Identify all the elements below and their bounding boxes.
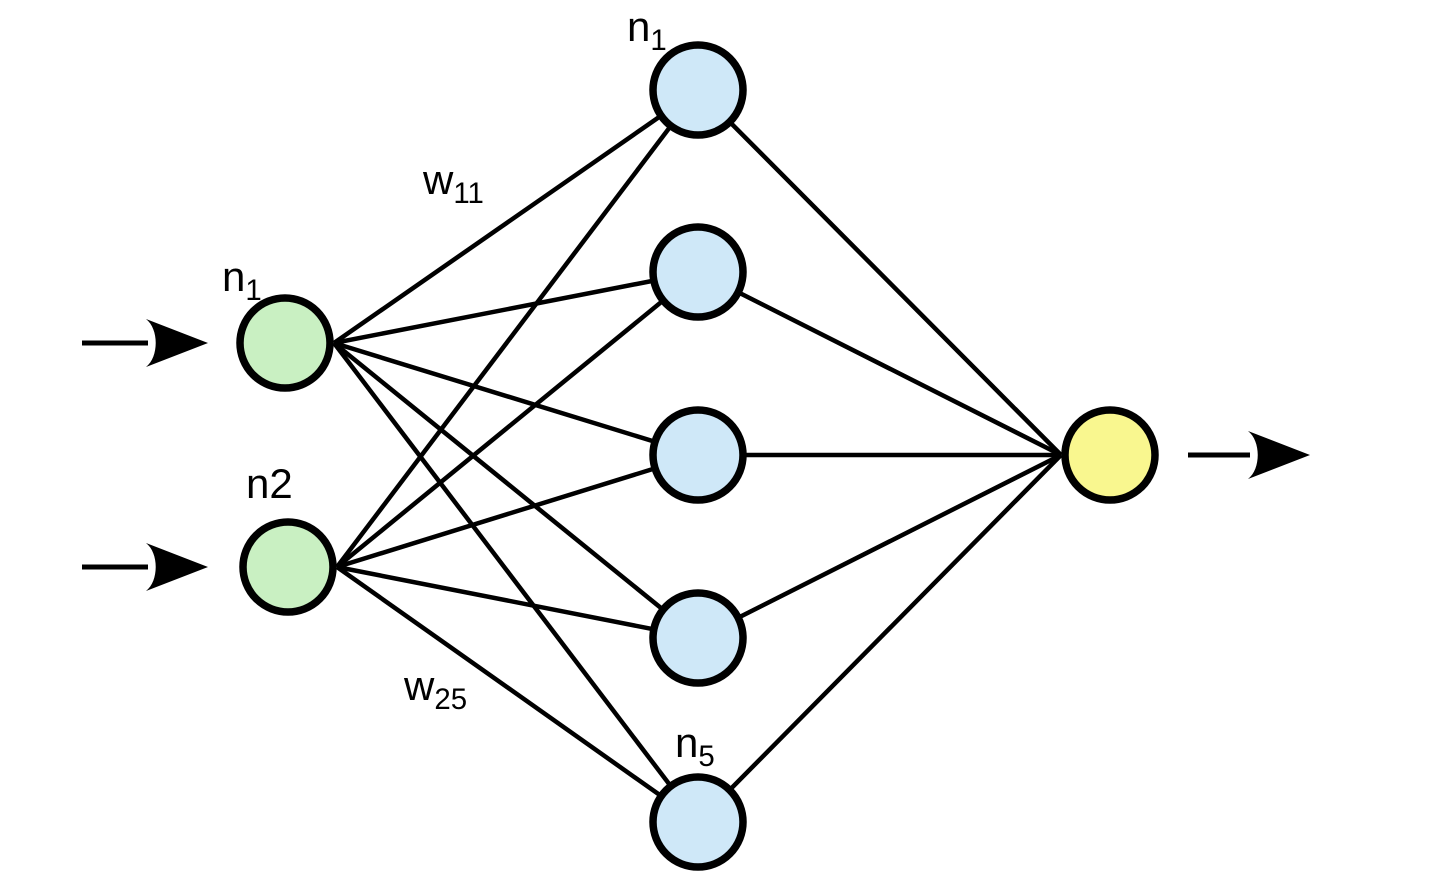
edge-hidden-n2-to-output-n1 xyxy=(696,269,1063,458)
input-n1-node xyxy=(236,294,334,392)
arrows-layer xyxy=(82,319,1310,591)
edge-input-n2-to-hidden-n1 xyxy=(335,88,700,569)
edge-input-n1-to-hidden-n4 xyxy=(332,341,700,640)
edge-input-n1-to-hidden-n3 xyxy=(333,340,699,458)
hidden-n5-node xyxy=(649,773,747,871)
weight-w11-label: w11 xyxy=(422,156,484,210)
input-n1-label: n1 xyxy=(222,253,262,307)
edges-layer xyxy=(332,88,1063,824)
edge-input-n2-to-hidden-n5 xyxy=(335,565,700,824)
edge-hidden-n5-to-output-n1 xyxy=(696,453,1063,824)
edge-input-n2-to-hidden-n3 xyxy=(336,452,699,570)
edge-input-n2-to-hidden-n4 xyxy=(336,564,699,641)
hidden-n1-label: n1 xyxy=(627,3,667,57)
edge-hidden-n4-to-output-n1 xyxy=(696,452,1063,641)
edge-input-n1-to-hidden-n1 xyxy=(332,88,700,345)
hidden-n2-node xyxy=(649,223,747,321)
hidden-n3-node xyxy=(649,406,747,504)
output-n1-node xyxy=(1061,406,1159,504)
input-n2-label: n2 xyxy=(246,460,293,507)
edge-input-n1-to-hidden-n5 xyxy=(332,341,700,824)
hidden-n1-node xyxy=(649,41,747,139)
edge-input-n1-to-hidden-n2 xyxy=(333,269,699,346)
nodes-layer xyxy=(236,41,1159,871)
weight-w25-label: w25 xyxy=(403,662,467,716)
edge-hidden-n1-to-output-n1 xyxy=(696,88,1063,457)
hidden-n5-label: n5 xyxy=(675,719,715,773)
edge-input-n2-to-hidden-n2 xyxy=(335,270,700,569)
input-n2-node xyxy=(239,518,337,616)
hidden-n4-node xyxy=(649,589,747,687)
labels-layer: n1 n2 n1 n5 w11 w25 xyxy=(222,3,715,773)
